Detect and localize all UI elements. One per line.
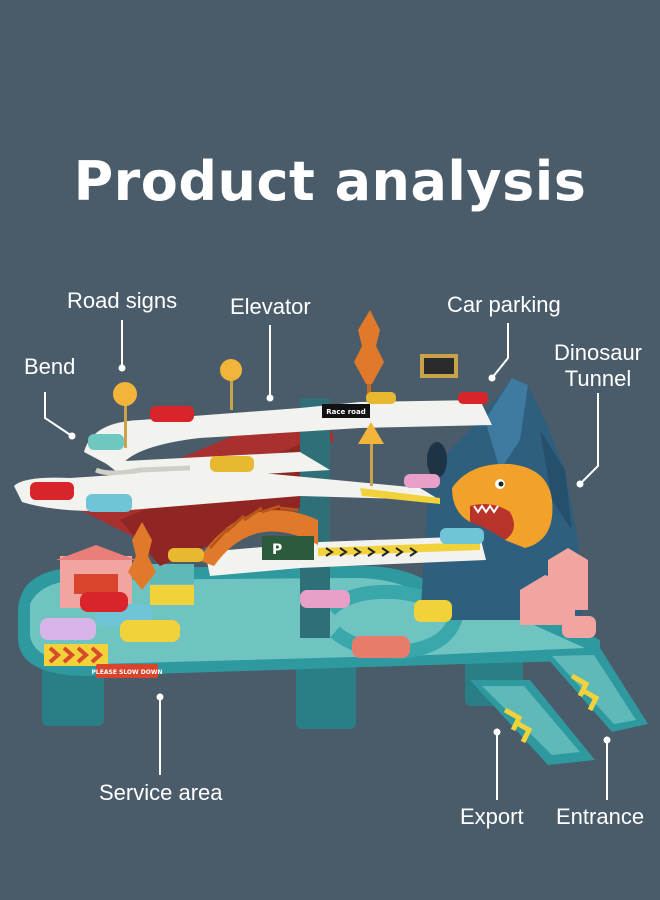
page-title: Product analysis [73, 150, 587, 213]
arch-bridge: P [198, 504, 318, 566]
trees [128, 310, 384, 590]
bend-leader [44, 392, 73, 437]
dinosaur-head [452, 463, 553, 548]
pink-buildings [56, 545, 588, 625]
car-parking-label: Car parking [447, 292, 561, 317]
callout-lines [44, 320, 611, 800]
bend-label: Bend [24, 354, 76, 379]
race-road-sign-text: Race road [326, 408, 365, 416]
slow-down-strip: PLEASE SLOW DOWN [44, 644, 162, 678]
slow-down-text: PLEASE SLOW DOWN [92, 669, 163, 676]
entrance-label: Entrance [556, 804, 645, 829]
car-parking-leader [491, 323, 509, 379]
dinosaur-tunnel-label-line2: Tunnel [564, 366, 632, 391]
dinosaur-tunnel-label-line1: Dinosaur [553, 340, 643, 365]
road-signs-label: Road signs [67, 288, 178, 313]
dinosaur-tunnel-leader [579, 393, 599, 485]
road-sign-posts [113, 354, 458, 486]
elevator-label: Elevator [230, 294, 311, 319]
export-label: Export [460, 804, 524, 829]
service-area-label: Service area [99, 780, 223, 805]
toy-cars [30, 392, 596, 658]
dinosaur-tunnel-label: Dinosaur Tunnel [548, 340, 648, 392]
parking-sign-text: P [272, 542, 282, 558]
ramps [470, 648, 648, 765]
